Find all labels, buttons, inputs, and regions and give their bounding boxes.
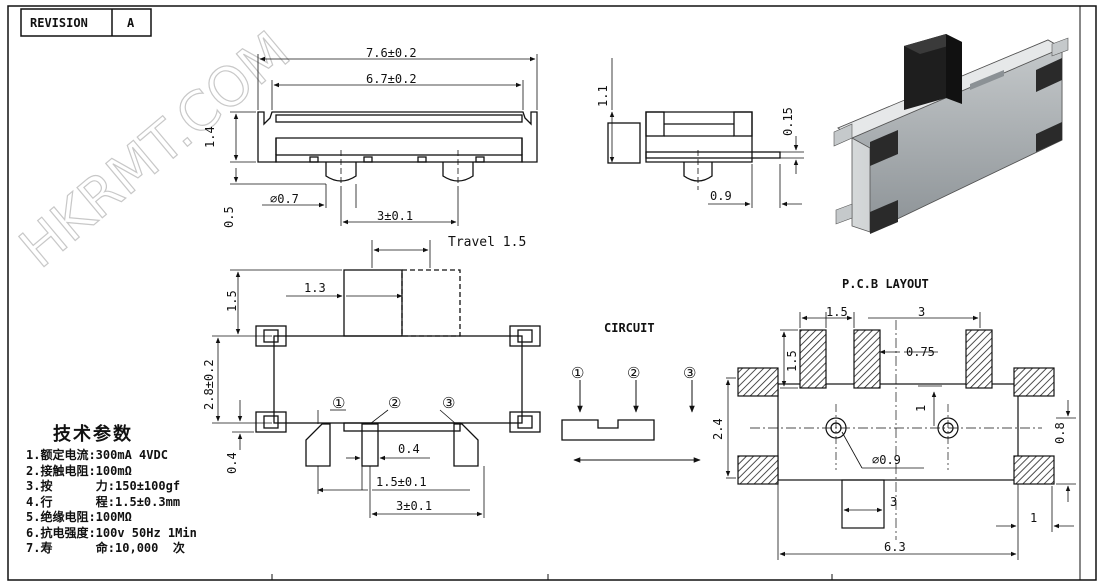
circuit-title: CIRCUIT bbox=[604, 321, 655, 335]
post-diameter-dim: ∅0.7 bbox=[270, 192, 299, 206]
travel-dim: Travel 1.5 bbox=[448, 235, 526, 250]
pcb-hole-diameter-dim: ∅0.9 bbox=[872, 453, 901, 467]
spec-item: 2.接触电阻:100mΩ bbox=[26, 463, 132, 478]
specifications-title: 技术参数 bbox=[53, 424, 133, 445]
circuit-pin-3: ③ bbox=[683, 364, 696, 382]
spec-item: 1.额定电流:300mA 4VDC bbox=[26, 448, 168, 462]
tab-height-dim: 0.4 bbox=[225, 452, 239, 474]
actuator-height-dim: 1.5 bbox=[225, 290, 239, 312]
side-elevation-dimensions bbox=[609, 58, 804, 208]
pcb-center-width-dim: 3 bbox=[890, 495, 897, 509]
pcb-pad-pitch-dim: 3 bbox=[918, 305, 925, 319]
pcb-pad-width-dim: 1.5 bbox=[826, 305, 848, 319]
terminal-width-dim: 0.4 bbox=[398, 442, 420, 456]
body-width-dim: 2.8±0.2 bbox=[202, 359, 216, 410]
terminal-span-dim: 3±0.1 bbox=[396, 499, 432, 513]
pcb-edge-offset-dim: 1 bbox=[1030, 511, 1037, 525]
revision-label: REVISION bbox=[30, 16, 88, 30]
side-height-dim: 1.1 bbox=[596, 85, 610, 107]
sheet-bottom-ticks bbox=[271, 574, 833, 580]
pcb-row-offset-dim: 1 bbox=[914, 405, 928, 412]
sheet-border bbox=[7, 5, 1097, 581]
pcb-mount-pad-dim: 0.8 bbox=[1053, 422, 1067, 444]
spec-item: 5.绝缘电阻:100MΩ bbox=[26, 510, 132, 524]
spec-item: 6.抗电强度:100v 50Hz 1Min bbox=[26, 525, 197, 540]
overall-length-dim: 7.6±0.2 bbox=[366, 46, 417, 60]
circuit-pin-2: ② bbox=[627, 364, 640, 382]
post-pitch-dim: 3±0.1 bbox=[377, 209, 413, 223]
terminal-label-3: ③ bbox=[442, 394, 455, 412]
pcb-overall-width-dim: 6.3 bbox=[884, 540, 906, 554]
terminal-pitch-dim: 1.5±0.1 bbox=[376, 475, 427, 489]
front-elevation-dimensions bbox=[230, 54, 538, 226]
plan-view-dimensions bbox=[212, 240, 485, 518]
pin-height-dim: 0.5 bbox=[222, 206, 236, 228]
pcb-layout-view bbox=[737, 320, 1055, 540]
revision-block: REVISION A bbox=[20, 8, 152, 37]
actuator-width-dim: 1.3 bbox=[304, 281, 326, 295]
pcb-pad-height-dim: 1.5 bbox=[785, 350, 799, 372]
specifications-panel: 技术参数 1.额定电流:300mA 4VDC 2.接触电阻:100mΩ 3.按 … bbox=[26, 424, 316, 557]
pcb-pad-gap-dim: 0.75 bbox=[906, 345, 935, 359]
terminal-label-1: ① bbox=[332, 394, 345, 412]
pcb-layout-title: P.C.B LAYOUT bbox=[842, 277, 929, 291]
body-length-dim: 6.7±0.2 bbox=[366, 72, 417, 86]
pcb-hole-spacing-dim: 2.4 bbox=[711, 418, 725, 440]
spec-item: 7.寿 命:10,000 次 bbox=[26, 541, 185, 555]
pcb-layout-dimensions bbox=[725, 312, 1076, 560]
revision-value: A bbox=[127, 16, 135, 30]
side-width-dim: 0.9 bbox=[710, 189, 732, 203]
circuit-pin-1: ① bbox=[571, 364, 584, 382]
height-dim: 1.4 bbox=[203, 126, 217, 148]
switch-3d-render bbox=[833, 34, 1069, 234]
spec-item: 4.行 程:1.5±0.3mm bbox=[26, 494, 181, 509]
circuit-diagram bbox=[561, 380, 701, 463]
terminal-label-2: ② bbox=[388, 394, 401, 412]
side-thickness-dim: 0.15 bbox=[781, 107, 795, 136]
side-elevation-view bbox=[607, 111, 781, 190]
spec-item: 3.按 力:150±100gf bbox=[26, 479, 181, 493]
front-elevation-view bbox=[257, 111, 538, 192]
